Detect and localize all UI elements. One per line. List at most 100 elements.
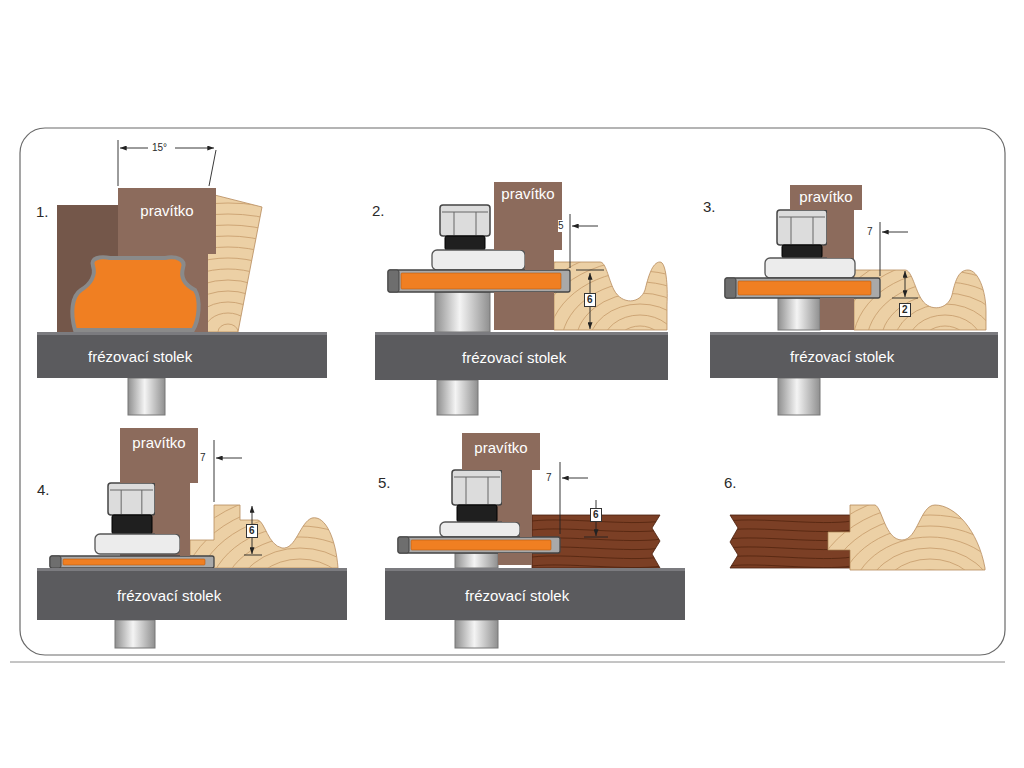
table-label: frézovací stolek [117, 587, 221, 604]
table-label: frézovací stolek [790, 348, 894, 365]
washer [440, 522, 520, 537]
growth-ring [865, 548, 995, 652]
table-label: frézovací stolek [462, 349, 566, 366]
dimension-line [882, 232, 908, 233]
nut-edge [791, 217, 792, 245]
spacer-ring [457, 505, 497, 522]
cutter-blade [738, 281, 871, 295]
growth-ring [906, 581, 954, 619]
cutter-tip [50, 556, 61, 568]
nut-edge [454, 477, 500, 478]
dimension-line [209, 150, 216, 186]
growth-ring [796, 493, 1024, 707]
dimension-value: 7 [200, 452, 206, 464]
fence-face [498, 553, 532, 565]
router-table: frézovací stolek [710, 332, 998, 378]
grain-line [728, 520, 852, 523]
nut-edge [779, 217, 825, 218]
fence-shape [494, 182, 562, 330]
fence-label: pravítko [494, 185, 562, 202]
fence-face [155, 483, 190, 534]
fence-shape [790, 185, 862, 330]
panel-frame [20, 128, 1005, 655]
router-table: frézovací stolek [37, 568, 347, 620]
spindle-shaft [437, 380, 478, 415]
fence-board: pravítko [790, 185, 862, 330]
fence-face [120, 428, 198, 483]
panel-number: 5. [378, 474, 391, 491]
grain-line [728, 556, 852, 559]
table-label: frézovací stolek [465, 587, 569, 604]
grain-line [532, 556, 662, 559]
nut-edge [454, 212, 455, 236]
fence-label: pravítko [120, 434, 198, 451]
dimension-line [118, 140, 119, 186]
fence-face [827, 210, 854, 258]
fence-label: pravítko [462, 439, 540, 456]
hex-nut [777, 210, 827, 245]
fence-face [502, 470, 532, 522]
nut-edge [476, 212, 477, 236]
nut-edge [466, 477, 467, 505]
dimension-value: 7 [546, 472, 552, 484]
growth-ring [851, 537, 1009, 663]
growth-ring [728, 438, 1024, 762]
wood-grain [728, 438, 1024, 762]
dimension-line [214, 440, 215, 502]
grain-line [728, 565, 852, 568]
dimension-value: 7 [867, 226, 873, 238]
cutter-body [398, 537, 560, 553]
dimension-value: 5 [558, 220, 564, 232]
dimension-value: 6 [584, 293, 596, 307]
hex-nut [440, 205, 490, 236]
nut-edge [442, 212, 488, 213]
growth-ring [755, 460, 1024, 740]
dimension-line [562, 478, 588, 479]
spindle-shaft [455, 620, 498, 648]
panel-number: 2. [372, 202, 385, 219]
fence-label: pravítko [790, 188, 862, 205]
dimension-line [244, 555, 262, 556]
spacer-ring [782, 245, 822, 258]
fence-board: pravítko [118, 188, 216, 332]
spindle [778, 298, 820, 330]
fence-face [790, 185, 862, 210]
table-label: frézovací stolek [88, 348, 192, 365]
dimension-line [905, 271, 906, 297]
washer [432, 250, 525, 270]
fence-face [118, 188, 216, 254]
panel-number: 6. [724, 474, 737, 491]
cutter-blade [411, 540, 551, 550]
fence-board: pravítko [494, 182, 562, 330]
spindle [435, 292, 490, 332]
growth-ring [838, 526, 1023, 674]
router-bit-profile [72, 257, 198, 330]
growth-ring [893, 570, 968, 630]
fence-face [494, 292, 554, 330]
dimension-line [175, 148, 214, 149]
fence-face [820, 298, 854, 330]
grain-line [532, 529, 662, 532]
fence-face [462, 433, 540, 470]
cutter-body [50, 556, 214, 568]
growth-ring [879, 559, 982, 641]
spacer-ring [112, 515, 152, 534]
nut-edge [488, 477, 489, 505]
dimension-line [572, 226, 598, 227]
hex-nut [108, 483, 155, 515]
dimension-line [560, 462, 561, 534]
growth-ring [810, 504, 1024, 696]
cutter-tip [388, 270, 399, 292]
nut-edge [121, 490, 122, 515]
growth-ring [26, 170, 431, 494]
growth-ring [920, 592, 940, 608]
dimension-value: 6 [246, 524, 258, 538]
spindle-shaft [115, 620, 155, 648]
fence-board: pravítko [462, 433, 540, 565]
cutter-tip [725, 278, 736, 298]
bottom-rule [10, 662, 1005, 663]
grain-line [728, 529, 852, 532]
fence-board: pravítko [120, 428, 198, 556]
